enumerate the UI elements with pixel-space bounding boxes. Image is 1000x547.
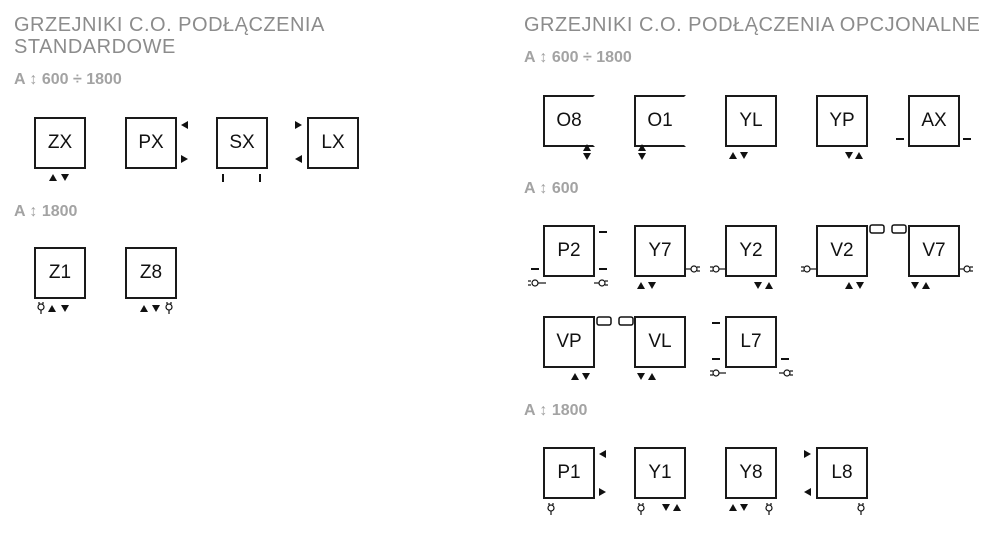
- arrow-right-icon: [181, 155, 188, 163]
- arrow-up-icon: [637, 282, 645, 289]
- model-box-o8: O8: [543, 95, 595, 147]
- model-box-lx: LX: [307, 117, 359, 169]
- arrow-right-icon: [295, 121, 302, 129]
- model-box-p1: P1: [543, 447, 595, 499]
- model-box-y1: Y1: [634, 447, 686, 499]
- plug-icon: [779, 369, 793, 377]
- model-box-ax: AX: [908, 95, 960, 147]
- dimension-label: A ↕ 1800: [524, 402, 588, 419]
- arrow-right-icon: [804, 450, 811, 458]
- model-box-y7: Y7: [634, 225, 686, 277]
- plug-icon: [686, 265, 700, 273]
- arrow-up-icon: [845, 282, 853, 289]
- arrow-down-icon: [856, 282, 864, 289]
- dimension-label: A ↕ 600 ÷ 1800: [14, 71, 122, 88]
- arrow-down-icon: [648, 282, 656, 289]
- arrow-right-icon: [599, 488, 606, 496]
- plug-icon: [165, 302, 173, 314]
- dimension-label: A ↕ 1800: [14, 203, 78, 220]
- dimension-label: A ↕ 600 ÷ 1800: [524, 49, 632, 66]
- arrow-up-icon: [140, 305, 148, 312]
- arrow-up-icon: [855, 152, 863, 159]
- arrow-down-icon: [638, 153, 646, 160]
- heater-element-icon: [618, 316, 634, 326]
- arrow-up-icon: [648, 373, 656, 380]
- arrow-down-icon: [582, 373, 590, 380]
- arrow-down-icon: [583, 153, 591, 160]
- arrow-left-icon: [599, 450, 606, 458]
- model-box-vl: VL: [634, 316, 686, 368]
- arrow-down-icon: [754, 282, 762, 289]
- plug-icon: [528, 279, 546, 287]
- arrow-up-icon: [673, 504, 681, 511]
- model-box-p2: P2: [543, 225, 595, 277]
- arrow-up-icon: [922, 282, 930, 289]
- arrow-down-icon: [152, 305, 160, 312]
- arrow-down-icon: [911, 282, 919, 289]
- plug-icon: [765, 503, 773, 515]
- plug-icon: [710, 369, 726, 377]
- arrow-up-icon: [48, 305, 56, 312]
- model-box-z1: Z1: [34, 247, 86, 299]
- arrow-down-icon: [845, 152, 853, 159]
- model-box-zx: ZX: [34, 117, 86, 169]
- arrow-up-icon: [49, 174, 57, 181]
- model-box-o1: O1: [634, 95, 686, 147]
- plug-icon: [594, 279, 608, 287]
- plug-icon: [547, 503, 555, 515]
- arrow-left-icon: [804, 488, 811, 496]
- arrow-down-icon: [61, 305, 69, 312]
- arrow-down-icon: [637, 373, 645, 380]
- dimension-label: A ↕ 600: [524, 180, 579, 197]
- plug-icon: [710, 265, 725, 273]
- optional-section-title: GRZEJNIKI C.O. PODŁĄCZENIA OPCJONALNE: [524, 14, 981, 36]
- arrow-left-icon: [181, 121, 188, 129]
- heater-element-icon: [891, 224, 907, 234]
- heater-element-icon: [596, 316, 612, 326]
- arrow-up-icon: [765, 282, 773, 289]
- plug-icon: [37, 302, 45, 314]
- standard-title-line1: GRZEJNIKI C.O. PODŁĄCZENIA: [14, 14, 325, 36]
- standard-title-line2: STANDARDOWE: [14, 36, 176, 58]
- plug-icon: [801, 265, 816, 273]
- arrow-up-icon: [571, 373, 579, 380]
- model-box-sx: SX: [216, 117, 268, 169]
- plug-icon: [857, 503, 865, 515]
- heater-element-icon: [869, 224, 885, 234]
- arrow-down-icon: [740, 504, 748, 511]
- model-box-y8: Y8: [725, 447, 777, 499]
- plug-icon: [960, 265, 973, 273]
- model-box-z8: Z8: [125, 247, 177, 299]
- model-box-v7: V7: [908, 225, 960, 277]
- model-box-y2: Y2: [725, 225, 777, 277]
- model-box-vp: VP: [543, 316, 595, 368]
- arrow-down-icon: [662, 504, 670, 511]
- arrow-left-icon: [295, 155, 302, 163]
- plug-icon: [637, 503, 645, 515]
- standard-section-title: GRZEJNIKI C.O. PODŁĄCZENIA STANDARDOWE: [14, 14, 325, 58]
- model-box-yl: YL: [725, 95, 777, 147]
- arrow-down-icon: [740, 152, 748, 159]
- arrow-down-icon: [61, 174, 69, 181]
- model-box-l8: L8: [816, 447, 868, 499]
- model-box-v2: V2: [816, 225, 868, 277]
- arrow-up-icon: [729, 152, 737, 159]
- arrow-up-icon: [729, 504, 737, 511]
- model-box-yp: YP: [816, 95, 868, 147]
- model-box-l7: L7: [725, 316, 777, 368]
- model-box-px: PX: [125, 117, 177, 169]
